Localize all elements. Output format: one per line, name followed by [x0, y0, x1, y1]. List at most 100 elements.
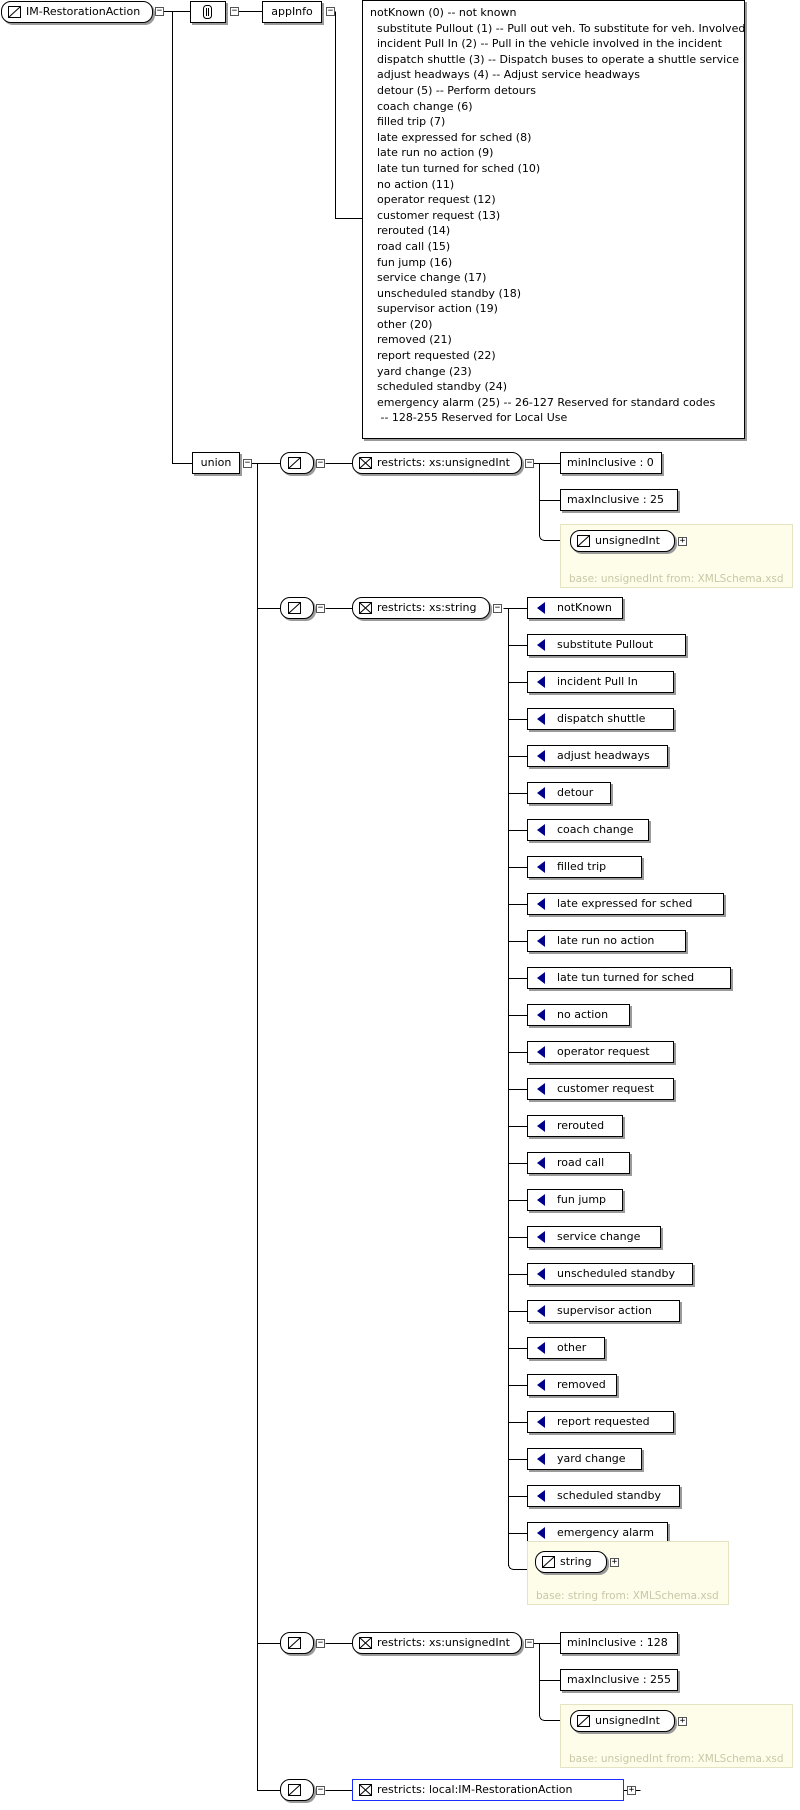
enumeration-value: report requested	[557, 1415, 650, 1428]
enumeration-value: no action	[557, 1008, 609, 1021]
facet-node[interactable]: minInclusive : 128	[560, 1632, 678, 1654]
enumeration-value: adjust headways	[557, 749, 650, 762]
collapse-icon[interactable]: −	[493, 603, 502, 613]
enumeration-icon	[537, 1268, 545, 1280]
restriction-node[interactable]: restricts: local:IM-RestorationAction	[352, 1779, 624, 1801]
simple-type-icon	[288, 1784, 301, 1796]
appinfo-label: appInfo	[271, 5, 313, 18]
enumeration-value: substitute Pullout	[557, 638, 654, 651]
enumeration-icon	[537, 602, 545, 614]
enumeration-node[interactable]: rerouted	[527, 1115, 623, 1137]
enumeration-node[interactable]: dispatch shuttle	[527, 708, 674, 730]
enumeration-node[interactable]: emergency alarm	[527, 1522, 668, 1544]
enumeration-icon	[537, 1342, 545, 1354]
enumeration-icon	[537, 1046, 545, 1058]
enumeration-node[interactable]: late tun turned for sched	[527, 967, 731, 989]
member-simple-type-node[interactable]	[280, 1632, 314, 1654]
enumeration-node[interactable]: late expressed for sched	[527, 893, 724, 915]
restriction-node[interactable]: restricts: xs:unsignedInt	[352, 1632, 522, 1654]
enumeration-icon	[537, 1009, 545, 1021]
expand-icon[interactable]: +	[627, 1785, 636, 1795]
simple-type-icon	[8, 6, 21, 18]
member-simple-type-node[interactable]	[280, 452, 314, 474]
simple-type-icon	[288, 1637, 301, 1649]
enumeration-node[interactable]: late run no action	[527, 930, 686, 952]
enumeration-value: emergency alarm	[557, 1526, 654, 1539]
restriction-label: restricts: xs:string	[377, 601, 477, 614]
enumeration-node[interactable]: road call	[527, 1152, 630, 1174]
enumeration-value: dispatch shuttle	[557, 712, 646, 725]
union-node[interactable]: union	[192, 452, 240, 474]
enumeration-value: notKnown	[557, 601, 612, 614]
doc-line: scheduled standby (24)	[370, 380, 508, 394]
collapse-icon[interactable]: −	[316, 458, 325, 468]
enumeration-node[interactable]: customer request	[527, 1078, 674, 1100]
appinfo-node[interactable]: appInfo	[262, 1, 322, 23]
expand-icon[interactable]: +	[610, 1557, 619, 1567]
enumeration-icon	[537, 935, 545, 947]
enumeration-node[interactable]: unscheduled standby	[527, 1263, 693, 1285]
enumeration-icon	[537, 787, 545, 799]
enumeration-node[interactable]: operator request	[527, 1041, 674, 1063]
simple-type-icon	[288, 457, 301, 469]
enumeration-node[interactable]: yard change	[527, 1448, 642, 1470]
collapse-icon[interactable]: −	[230, 6, 239, 16]
collapse-icon[interactable]: −	[243, 458, 252, 468]
doc-line: yard change (23)	[370, 364, 472, 378]
enumeration-node[interactable]: fun jump	[527, 1189, 623, 1211]
enumeration-value: late run no action	[557, 934, 655, 947]
collapse-icon[interactable]: −	[326, 6, 335, 16]
expand-icon[interactable]: +	[678, 1716, 687, 1726]
enumeration-icon	[537, 1194, 545, 1206]
enumeration-node[interactable]: coach change	[527, 819, 649, 841]
root-simple-type-node[interactable]: IM-RestorationAction	[1, 1, 153, 23]
member-simple-type-node[interactable]	[280, 597, 314, 619]
enumeration-node[interactable]: supervisor action	[527, 1300, 680, 1322]
enumeration-icon	[537, 1527, 545, 1539]
enumeration-node[interactable]: no action	[527, 1004, 630, 1026]
enumeration-node[interactable]: notKnown	[527, 597, 623, 619]
collapse-icon[interactable]: −	[316, 1785, 325, 1795]
facet-label: maxInclusive : 255	[567, 1673, 672, 1686]
doc-line: late tun turned for sched (10)	[370, 161, 541, 175]
collapse-icon[interactable]: −	[525, 1638, 534, 1648]
restriction-node[interactable]: restricts: xs:unsignedInt	[352, 452, 522, 474]
enumeration-node[interactable]: incident Pull In	[527, 671, 674, 693]
enumeration-value: rerouted	[557, 1119, 605, 1132]
enumeration-value: operator request	[557, 1045, 650, 1058]
member-simple-type-node[interactable]	[280, 1779, 314, 1801]
facet-node[interactable]: minInclusive : 0	[560, 452, 662, 474]
enumeration-icon	[537, 1305, 545, 1317]
doc-line: no action (11)	[370, 177, 455, 191]
base-type-note: base: unsignedInt from: XMLSchema.xsd	[569, 1753, 784, 1765]
enumeration-node[interactable]: report requested	[527, 1411, 674, 1433]
restriction-node[interactable]: restricts: xs:string	[352, 597, 490, 619]
enumeration-node[interactable]: other	[527, 1337, 605, 1359]
simple-type-icon	[577, 1715, 590, 1727]
enumeration-node[interactable]: adjust headways	[527, 745, 668, 767]
collapse-icon[interactable]: −	[316, 603, 325, 613]
doc-line: customer request (13)	[370, 208, 501, 222]
facet-node[interactable]: maxInclusive : 25	[560, 489, 678, 511]
enumeration-node[interactable]: detour	[527, 782, 611, 804]
base-type-node[interactable]: string	[535, 1551, 607, 1573]
enumeration-value: filled trip	[557, 860, 607, 873]
facet-node[interactable]: maxInclusive : 255	[560, 1669, 678, 1691]
collapse-icon[interactable]: −	[525, 458, 534, 468]
base-type-node[interactable]: unsignedInt	[570, 1710, 675, 1732]
enumeration-node[interactable]: removed	[527, 1374, 617, 1396]
enumeration-value: other	[557, 1341, 587, 1354]
doc-line: adjust headways (4) -- Adjust service he…	[370, 68, 640, 82]
collapse-icon[interactable]: −	[155, 6, 164, 16]
enumeration-icon	[537, 1416, 545, 1428]
enumeration-node[interactable]: scheduled standby	[527, 1485, 680, 1507]
enumeration-node[interactable]: filled trip	[527, 856, 642, 878]
enumeration-icon	[537, 1120, 545, 1132]
annotation-node[interactable]	[190, 1, 226, 23]
expand-icon[interactable]: +	[678, 536, 687, 546]
collapse-icon[interactable]: −	[316, 1638, 325, 1648]
enumeration-node[interactable]: substitute Pullout	[527, 634, 686, 656]
enumeration-node[interactable]: service change	[527, 1226, 661, 1248]
base-type-node[interactable]: unsignedInt	[570, 530, 675, 552]
